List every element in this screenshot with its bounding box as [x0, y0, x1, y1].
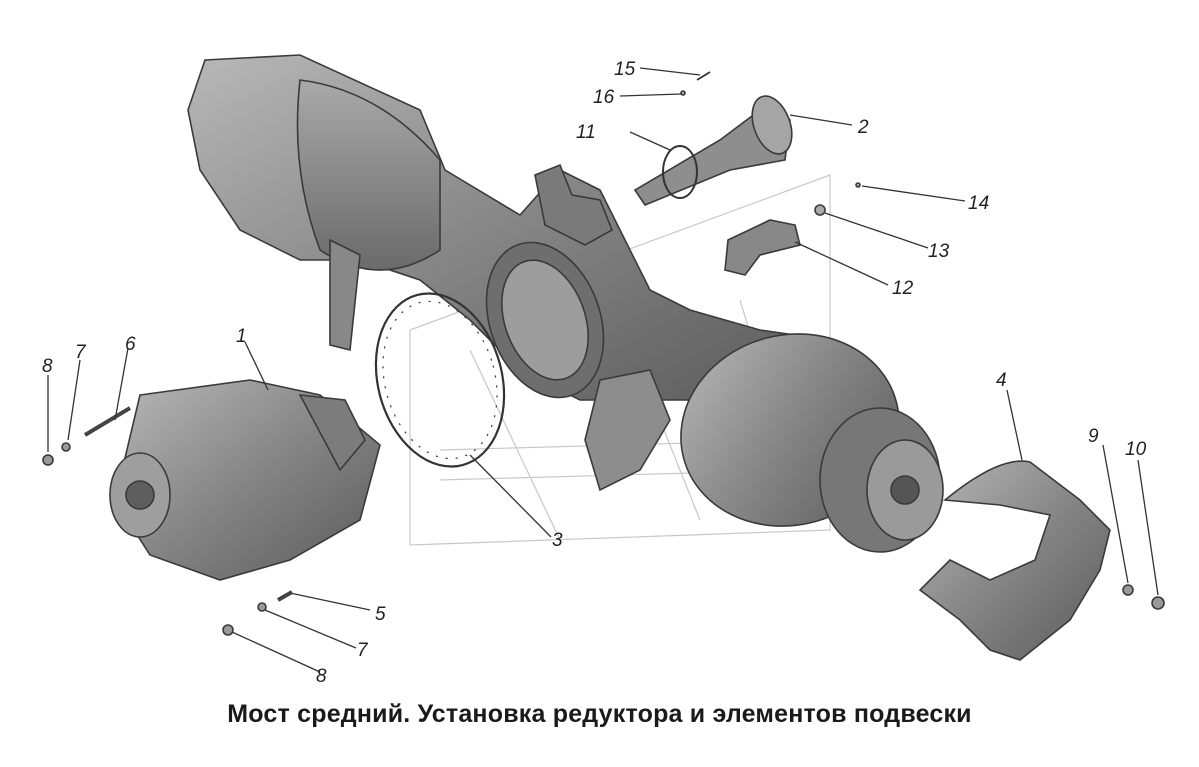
- callout-4: 4: [996, 370, 1007, 391]
- reducer-assembly: [109, 379, 381, 581]
- callout-labels: 1 2 3 4 5 6 7 7 8 8 9 10 11 12 13 14 15 …: [42, 59, 1147, 687]
- diagram-caption: Мост средний. Установка редуктора и элем…: [227, 700, 972, 728]
- callout-8a: 8: [42, 356, 53, 377]
- callout-12: 12: [892, 278, 914, 299]
- axle-housing: [187, 54, 833, 401]
- leader-lines: [47, 67, 1159, 673]
- right-hub: [680, 333, 944, 553]
- gasket-ring: [374, 292, 506, 468]
- callout-7a: 7: [75, 342, 87, 363]
- callout-6: 6: [125, 334, 136, 355]
- callout-3: 3: [552, 530, 563, 551]
- callout-7b: 7: [357, 640, 369, 661]
- drive-flange: [633, 95, 793, 206]
- callout-11: 11: [576, 122, 596, 143]
- callout-10: 10: [1125, 439, 1147, 460]
- seal-ring: [662, 145, 698, 199]
- callout-15: 15: [614, 59, 636, 80]
- callout-2: 2: [857, 117, 869, 138]
- callout-16: 16: [593, 87, 615, 108]
- callout-8b: 8: [316, 666, 327, 687]
- callout-13: 13: [928, 241, 950, 262]
- callout-1: 1: [236, 326, 247, 347]
- suspension-bracket: [584, 369, 671, 492]
- brake-shoe-bracket: [918, 460, 1111, 661]
- callout-9: 9: [1088, 426, 1099, 447]
- small-fasteners: [42, 71, 1165, 636]
- callout-14: 14: [968, 193, 989, 214]
- clamp-bracket: [724, 219, 801, 276]
- callout-5: 5: [375, 604, 386, 625]
